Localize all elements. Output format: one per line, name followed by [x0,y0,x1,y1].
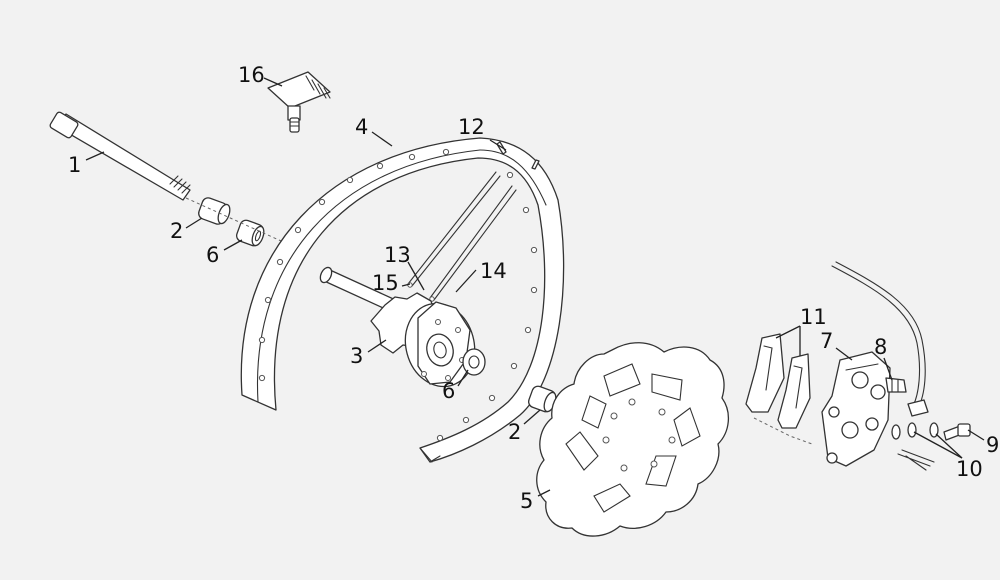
callout-5: 5 [520,489,533,513]
callout-2-upper: 2 [170,219,183,243]
callout-16: 16 [238,63,265,87]
leader-lines [85,77,985,497]
callout-7: 7 [820,329,833,353]
callout-13: 13 [384,243,411,267]
caliper-part [821,351,891,467]
valve-stem-part [267,71,331,133]
hub-part [370,292,476,388]
callout-14: 14 [480,259,507,283]
brake-disc-part [536,342,729,537]
rim-spoke-holes [258,148,538,442]
banjo-bolt-part [943,423,971,441]
callout-6-lower: 6 [442,379,455,403]
callout-8: 8 [874,335,887,359]
washers-part [891,422,939,471]
callout-2-lower: 2 [508,420,521,444]
callout-12: 12 [458,115,485,139]
callout-10: 10 [956,457,983,481]
spokes-part [407,171,517,302]
brake-pads-part [745,333,813,445]
callout-11: 11 [800,305,827,329]
bleed-valve-part [885,377,907,393]
callout-15: 15 [372,271,399,295]
callout-6-upper: 6 [206,243,219,267]
callout-1: 1 [68,153,81,177]
callout-3: 3 [350,344,363,368]
rim-part [240,137,565,463]
axle-part [49,111,191,201]
callout-9: 9 [986,433,999,457]
callout-4: 4 [355,115,368,139]
callout-labels: 1 2 2 3 4 5 6 6 7 8 9 10 11 12 13 14 15 … [68,63,999,513]
bearing-left-part [236,219,265,247]
bearing-right-part [462,348,486,376]
brake-hose-part [831,261,929,417]
spacer-left-part [198,197,231,225]
